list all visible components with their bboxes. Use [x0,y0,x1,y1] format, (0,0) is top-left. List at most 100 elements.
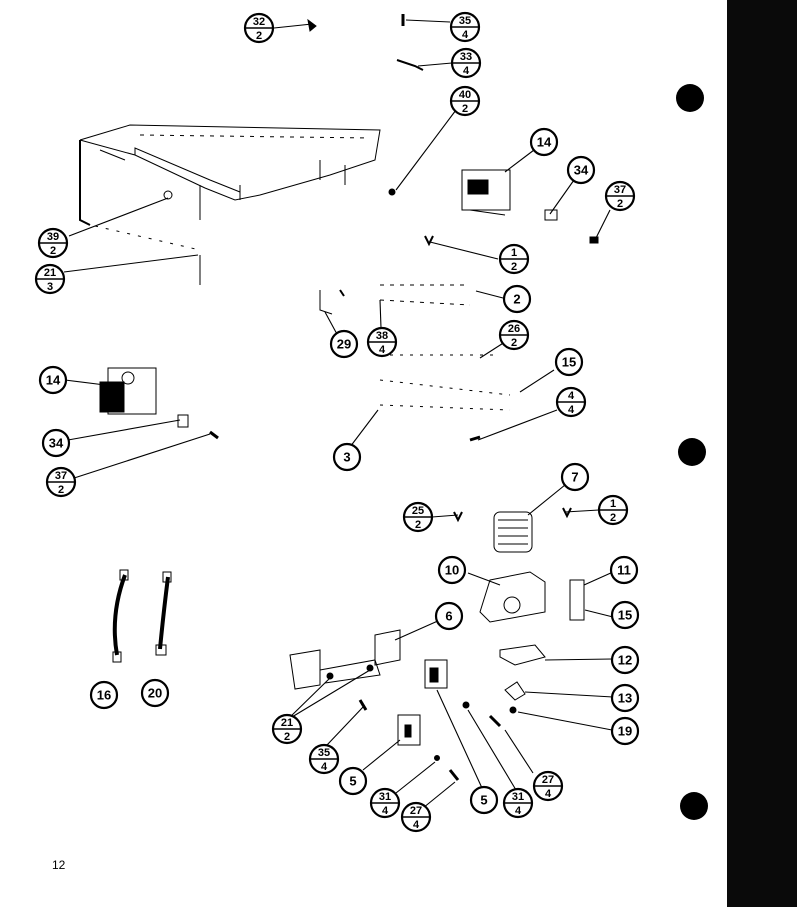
callout-35-4-bot: 354 [308,743,340,775]
callout-sheet: 2 [58,484,64,496]
callout-number: 34 [574,163,589,178]
callout-circle [566,155,596,185]
punch-hole-top [676,84,704,112]
callout-sheet: 4 [515,805,522,817]
callout-31-4-left: 314 [369,787,401,819]
callout-sheet: 4 [462,29,469,41]
callout-number: 20 [148,686,162,701]
callout-38-4: 384 [366,326,398,358]
callout-4-4: 44 [555,386,587,418]
callout-sheet: 2 [462,103,468,115]
callout-number: 13 [618,691,632,706]
callout-5-left: 5 [338,766,368,796]
callout-number: 1 [610,498,616,510]
callout-5-right: 5 [469,785,499,815]
callout-1-2-top: 12 [498,243,530,275]
callout-number: 31 [379,791,391,803]
callout-27-4-bot: 274 [400,801,432,833]
callout-13: 13 [610,683,640,713]
callout-number: 21 [44,267,56,279]
callout-sheet: 2 [511,261,517,273]
callout-14-top: 14 [529,127,559,157]
chassis-frame [79,124,381,285]
callout-number: 3 [343,450,350,465]
callout-34-left: 34 [41,428,71,458]
callout-circle [338,766,368,796]
callout-number: 37 [55,470,67,482]
callout-2: 2 [502,284,532,314]
callout-number: 2 [513,292,520,307]
callout-circle [140,678,170,708]
callout-35-4-top: 354 [449,11,481,43]
callout-sheet: 4 [568,404,575,416]
callout-circle [329,329,359,359]
callout-number: 29 [337,337,351,352]
callout-sheet: 4 [413,819,420,831]
callout-number: 1 [511,247,517,259]
callout-sheet: 2 [284,731,290,743]
callout-sheet: 4 [382,805,389,817]
callout-number: 15 [618,608,632,623]
callout-number: 27 [542,774,554,786]
callout-31-4-right: 314 [502,787,534,819]
callout-number: 35 [459,15,471,27]
callout-circle [332,442,362,472]
callout-number: 25 [412,505,424,517]
callout-7: 7 [560,462,590,492]
callout-sheet: 2 [50,245,56,257]
callout-sheet: 2 [610,512,616,524]
callout-sheet: 4 [321,761,328,773]
callout-number: 26 [508,323,520,335]
callout-12: 12 [610,645,640,675]
callout-circle [610,600,640,630]
wire-harnesses [112,569,172,663]
callout-number: 11 [617,563,631,578]
callout-37-2-left: 372 [45,466,77,498]
callout-21-2: 212 [271,713,303,745]
callout-sheet: 4 [463,65,470,77]
callout-32-2: 322 [243,12,275,44]
punch-hole-middle [678,438,706,466]
callout-number: 21 [281,717,293,729]
callout-40-2: 402 [449,85,481,117]
callout-number: 10 [445,563,459,578]
callout-number: 35 [318,747,330,759]
callout-33-4: 334 [450,47,482,79]
callout-circle [609,555,639,585]
punch-hole-bottom [680,792,708,820]
callout-circle [41,428,71,458]
leader-lines [63,19,614,809]
callout-sheet: 2 [511,337,517,349]
callout-circle [89,680,119,710]
callout-circle [502,284,532,314]
callout-15-mid: 15 [610,600,640,630]
part-drawings [79,14,599,781]
callout-37-2-top: 372 [604,180,636,212]
fan-motor-assembly [453,507,585,714]
mid-assembly [319,235,511,442]
callout-number: 38 [376,330,388,342]
callout-6: 6 [434,601,464,631]
top-screws [307,14,424,196]
callout-circle [610,716,640,746]
callout-11: 11 [609,555,639,585]
callout-1-2-mid: 12 [597,494,629,526]
callout-15-top: 15 [554,347,584,377]
callout-number: 14 [537,135,552,150]
callout-10: 10 [437,555,467,585]
callout-sheet: 2 [415,519,421,531]
callout-number: 12 [618,653,632,668]
callout-circle [38,365,68,395]
callout-circle [434,601,464,631]
callout-number: 16 [97,688,111,703]
callout-circle [469,785,499,815]
callout-29: 29 [329,329,359,359]
callout-14-left: 14 [38,365,68,395]
callout-number: 6 [445,609,452,624]
callout-34-top: 34 [566,155,596,185]
callout-sheet: 3 [47,281,53,293]
callout-39-2: 392 [37,227,69,259]
callout-number: 4 [568,390,575,402]
relays-and-screws [358,659,502,781]
callout-sheet: 4 [379,344,386,356]
